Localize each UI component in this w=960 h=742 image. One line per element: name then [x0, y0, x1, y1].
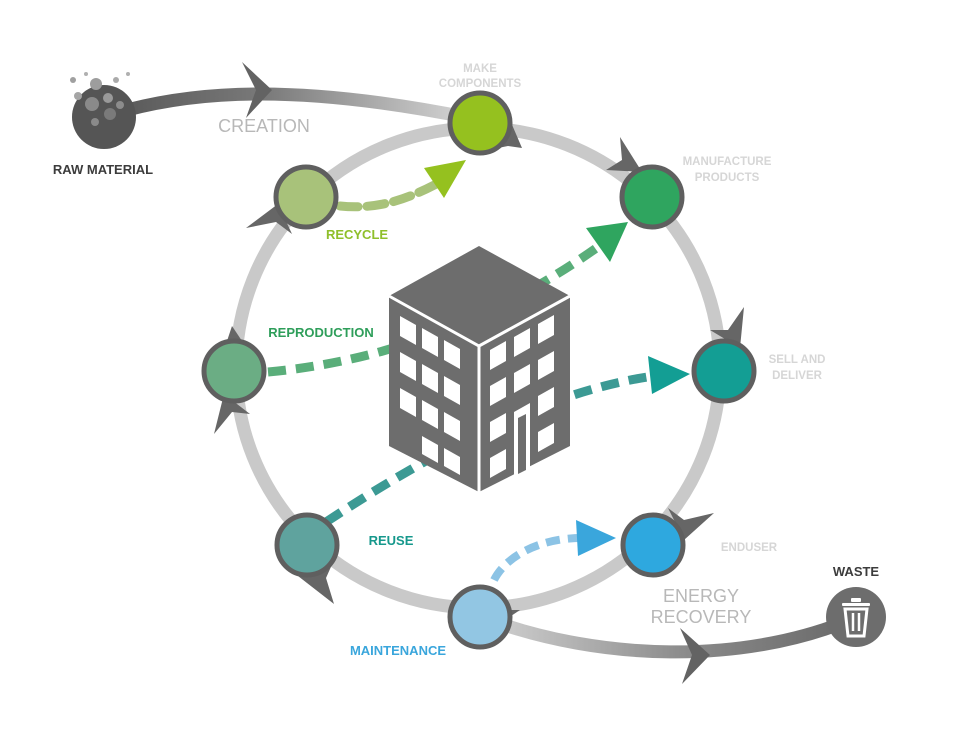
- reuse-label: REUSE: [369, 533, 414, 548]
- make-components-label-line1: MAKE: [463, 63, 497, 75]
- ring-arrowhead-manufacture: [606, 137, 642, 172]
- node-enduser: [620, 512, 686, 578]
- creation-label: CREATION: [218, 116, 310, 136]
- node-manufacture-products: [619, 164, 685, 230]
- sell-and-deliver-label-line1: SELL AND: [769, 354, 826, 366]
- maintenance-label: MAINTENANCE: [350, 643, 446, 658]
- maintenance-loop-arrow: [490, 520, 616, 582]
- trash-can-icon: [826, 587, 886, 647]
- energy-recovery-label-line1: ENERGY: [663, 586, 739, 606]
- ring-arrowhead-enduser: [668, 508, 714, 540]
- make-components-label-line2: COMPONENTS: [439, 78, 522, 90]
- node-maintenance: [447, 584, 513, 650]
- rock-icon: [70, 72, 136, 149]
- reproduction-label: REPRODUCTION: [268, 325, 373, 340]
- node-sell-and-deliver: [691, 338, 757, 404]
- reproduction-loop-arrow: [267, 222, 628, 377]
- node-reproduction: [201, 338, 267, 404]
- creation-arrowhead: [242, 62, 272, 118]
- waste-arrowhead: [680, 628, 710, 684]
- ring-arrowhead-sell: [710, 307, 744, 348]
- recycle-label: RECYCLE: [326, 227, 388, 242]
- creation-flow-line: [93, 87, 477, 125]
- sell-and-deliver-label-line2: DELIVER: [772, 370, 823, 382]
- waste-label: WASTE: [833, 564, 880, 579]
- manufacture-products-label-line1: MANUFACTURE: [683, 156, 772, 168]
- building-icon: [388, 246, 571, 492]
- manufacture-products-label-line2: PRODUCTS: [695, 172, 760, 184]
- node-reuse: [274, 512, 340, 578]
- energy-recovery-label-line2: RECOVERY: [651, 607, 752, 627]
- waste-flow-line: [483, 613, 857, 659]
- node-make-components: [447, 90, 513, 156]
- recycle-loop-arrow: [335, 160, 466, 212]
- enduser-label: ENDUSER: [721, 542, 778, 554]
- ring-arrowhead-reproduction: [214, 394, 250, 434]
- node-recycle: [273, 164, 339, 230]
- raw-material-label: RAW MATERIAL: [53, 162, 153, 177]
